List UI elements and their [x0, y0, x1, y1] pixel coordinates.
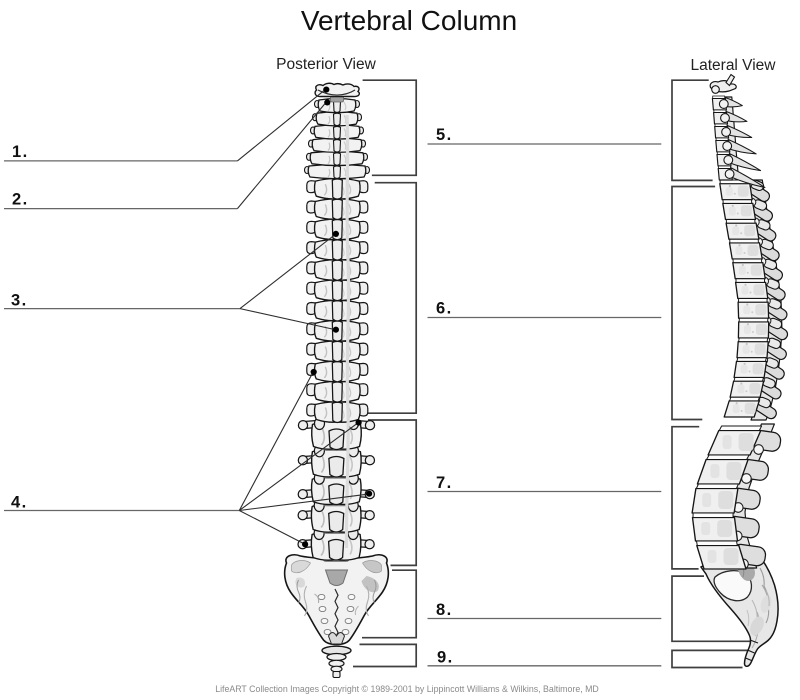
svg-text:7.: 7. [436, 474, 453, 492]
svg-text:1.: 1. [12, 143, 29, 161]
svg-text:Posterior View: Posterior View [276, 56, 376, 73]
svg-text:9.: 9. [437, 648, 454, 666]
svg-text:4.: 4. [11, 494, 28, 512]
svg-text:Lateral View: Lateral View [690, 57, 776, 74]
svg-text:5.: 5. [436, 126, 453, 144]
svg-text:Vertebral Column: Vertebral Column [301, 5, 517, 36]
svg-text:3.: 3. [11, 292, 28, 310]
svg-text:8.: 8. [436, 601, 453, 619]
svg-text:2.: 2. [12, 191, 29, 209]
svg-text:6.: 6. [436, 300, 453, 318]
svg-text:LifeART Collection Images Copy: LifeART Collection Images Copyright © 19… [215, 684, 599, 694]
